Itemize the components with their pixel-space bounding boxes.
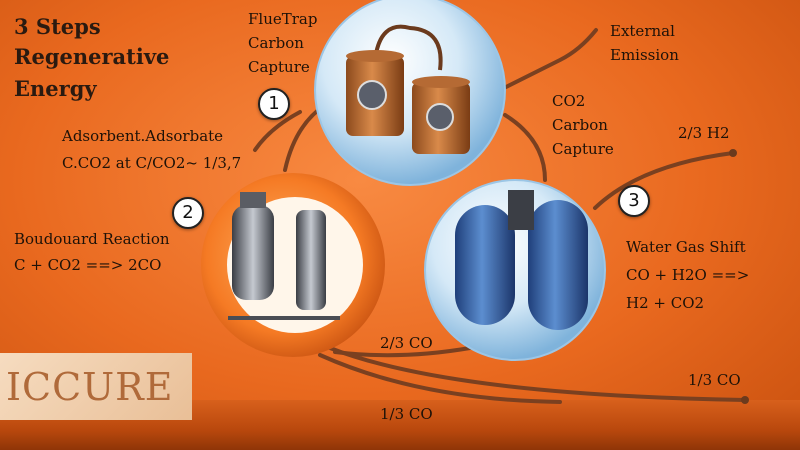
h2-output-label: 2/3 H2 xyxy=(678,124,730,142)
co2-capture-line-1: CO2 xyxy=(552,92,586,110)
co2-capture-line-2: Carbon xyxy=(552,116,608,134)
pipe-h2-out xyxy=(593,151,735,210)
iccure-logo: ICCURE xyxy=(0,353,192,420)
external-emission-line-1: External xyxy=(610,22,675,40)
co2-capture-line-3: Capture xyxy=(552,140,614,158)
title-line-1: 3 Steps xyxy=(14,14,101,39)
title-line-3: Energy xyxy=(14,76,97,101)
pipe-external-emission xyxy=(498,28,598,92)
step3-equation-line-1: CO + H2O ==> xyxy=(626,266,750,284)
h2-outlet-cap xyxy=(729,149,737,157)
step1-name-line-1: FlueTrap xyxy=(248,10,318,28)
adsorbent-line-1: Adsorbent.Adsorbate xyxy=(62,127,224,145)
pipe-step1-to-step3 xyxy=(503,113,547,182)
logo-text: ICCURE xyxy=(6,365,174,409)
step1-name-line-2: Carbon xyxy=(248,34,304,52)
step2-badge: 2 xyxy=(172,197,204,229)
reactor-column xyxy=(296,210,326,310)
step1-name-line-3: Capture xyxy=(248,58,310,76)
step3-node xyxy=(424,179,606,361)
gauge-icon xyxy=(426,103,454,131)
gauge-icon xyxy=(357,80,387,110)
step3-equation-line-2: H2 + CO2 xyxy=(626,294,705,312)
step2-reaction-name: Boudouard Reaction xyxy=(14,230,170,248)
gas-tank xyxy=(455,205,515,325)
step1-node xyxy=(314,0,506,186)
step3-reaction-name: Water Gas Shift xyxy=(626,238,746,256)
external-emission-line-2: Emission xyxy=(610,46,679,64)
step2-node xyxy=(201,173,385,357)
step1-badge: 1 xyxy=(258,88,290,120)
pipe-adsorbent xyxy=(253,110,302,152)
flow-co-out-right-label: 1/3 CO xyxy=(688,371,741,389)
co-outlet-cap xyxy=(741,396,749,404)
pipe-co-bottom xyxy=(318,353,562,404)
reactor-vessel xyxy=(232,205,274,300)
adsorbent-line-2: C.CO2 at C/CO2~ 1/3,7 xyxy=(62,154,242,172)
pipe-co-out-right xyxy=(328,346,747,402)
flow-co-to-step3-label: 2/3 CO xyxy=(380,334,433,352)
gas-tank xyxy=(528,200,588,330)
flow-co-bottom-label: 1/3 CO xyxy=(380,405,433,423)
step3-badge: 3 xyxy=(618,185,650,217)
step2-equation: C + CO2 ==> 2CO xyxy=(14,256,162,274)
title-line-2: Regenerative xyxy=(14,44,170,69)
